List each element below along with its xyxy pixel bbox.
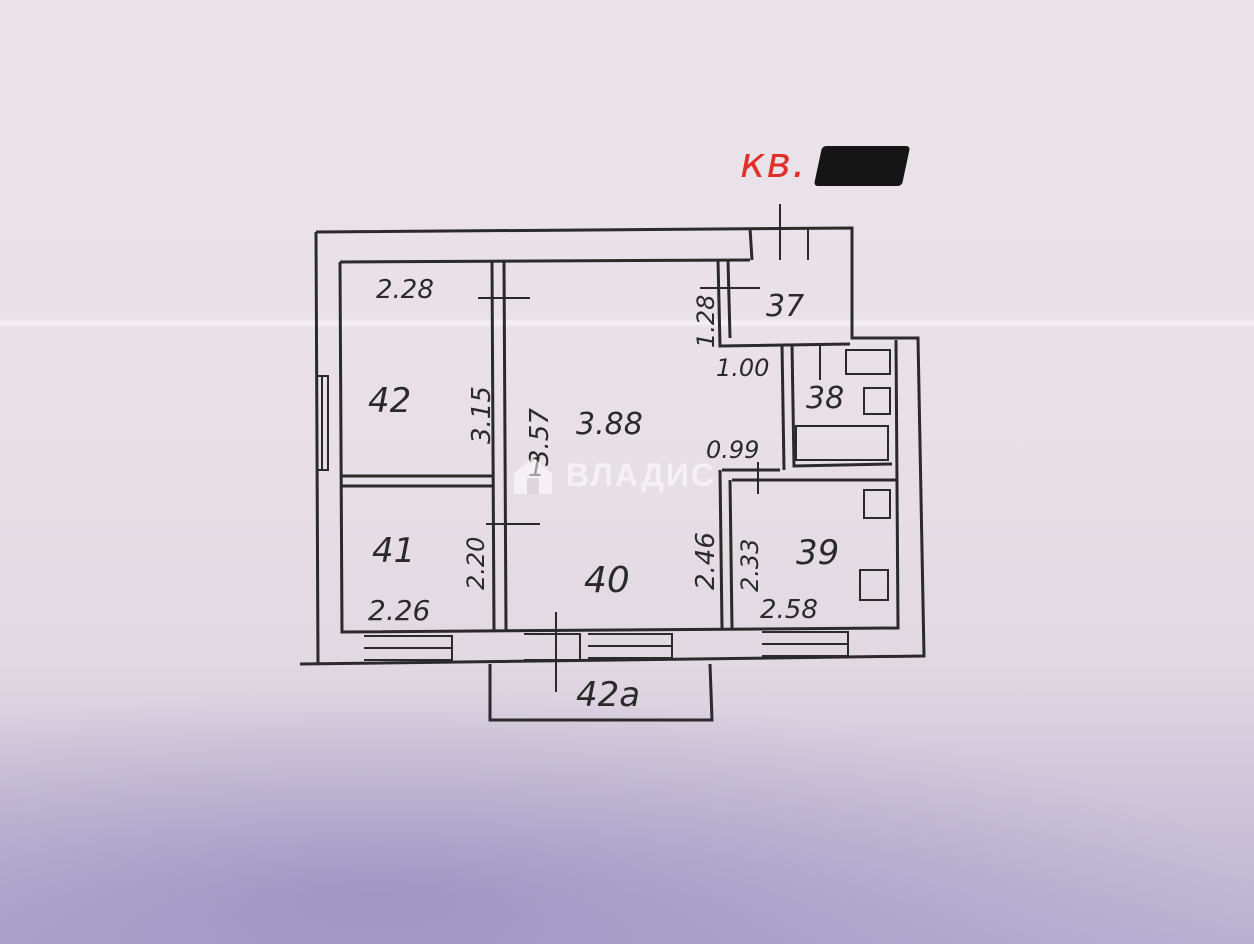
room-40: 40 [584, 560, 630, 601]
sink-fixture [845, 349, 891, 375]
dim-128: 1.28 [692, 295, 720, 348]
room-41: 41 [372, 531, 415, 571]
watermark-text: ВЛАДИС [566, 456, 716, 493]
room-38: 38 [806, 381, 844, 416]
kitchen-sink-fixture [859, 569, 889, 601]
wall-38 [780, 343, 893, 471]
dim-228: 2.28 [376, 275, 434, 305]
room-39: 39 [796, 533, 839, 573]
redaction-mark [813, 146, 911, 186]
stove-fixture [863, 489, 891, 519]
room-42a: 42а [576, 675, 640, 715]
toilet-fixture [863, 387, 891, 415]
dim-226: 2.26 [368, 594, 430, 627]
wall-42-41 [342, 474, 494, 488]
wall-left-rooms [490, 261, 508, 631]
window-39 [762, 631, 849, 657]
outer-wall [299, 226, 926, 666]
dim-233: 2.33 [736, 539, 764, 592]
room-42: 42 [368, 381, 411, 421]
dim-099: 0.99 [706, 436, 759, 464]
house-logo-icon [514, 457, 552, 494]
ticks [478, 204, 821, 692]
window-left [316, 375, 329, 471]
dim-246: 2.46 [691, 532, 721, 590]
dim-220: 2.20 [462, 537, 490, 590]
door-balcony [524, 633, 581, 661]
window-41 [364, 635, 453, 661]
watermark: ВЛАДИС [510, 452, 716, 498]
outer-wall-inner [338, 258, 900, 634]
dim-315: 3.15 [467, 386, 497, 444]
wall-37-right [748, 227, 754, 261]
dim-388: 3.88 [576, 407, 643, 442]
windows [316, 375, 849, 661]
wall-40-39 [718, 468, 896, 629]
photo-shadow [0, 690, 1254, 944]
dim-357: 3.57 [525, 408, 555, 466]
paper-fold [0, 318, 1254, 328]
apartment-label: кв. [740, 138, 807, 187]
bathtub-fixture [795, 425, 889, 461]
fixtures [795, 349, 891, 601]
room-37: 37 [766, 289, 804, 324]
walls [299, 226, 926, 722]
dim-100: 1.00 [716, 354, 769, 382]
dim-258: 2.58 [760, 595, 818, 625]
left-outer-wall [314, 231, 320, 665]
window-40 [588, 633, 673, 659]
balcony-42a [488, 663, 714, 722]
